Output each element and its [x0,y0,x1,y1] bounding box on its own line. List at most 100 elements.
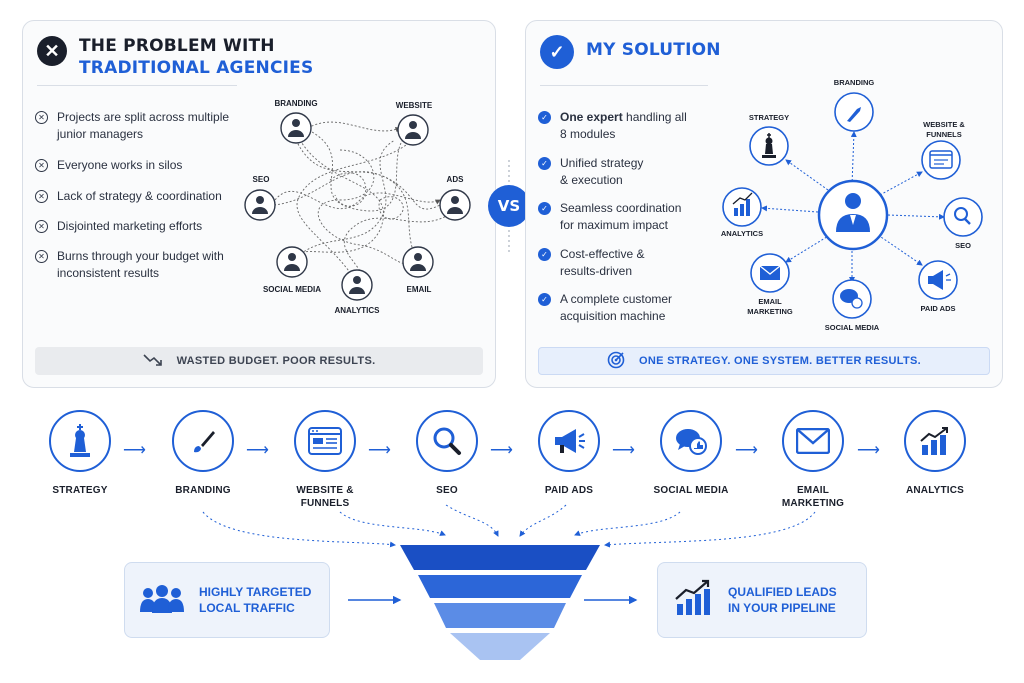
paintbrush-icon [172,410,234,472]
leads-output-text: QUALIFIED LEADS IN YOUR PIPELINE [728,585,837,615]
problem-item: ✕ Lack of strategy & coordination [35,188,235,205]
bar-chart-icon [722,187,762,227]
node-label-email: EMAIL [407,285,432,294]
solution-summary-bar: ONE STRATEGY. ONE SYSTEM. BETTER RESULTS… [538,347,990,375]
envelope-icon [750,253,790,293]
pipeline-step-label: PAID ADS [544,485,594,496]
problem-item: ✕ Everyone works in silos [35,157,235,174]
person-node-ads [439,189,471,221]
browser-window-icon [294,410,356,472]
check-circle-icon: ✓ [540,35,574,69]
hub-label-analytics: ANALYTICS [721,229,763,238]
chess-king-icon [49,410,111,472]
problem-item-text: Lack of strategy & coordination [57,189,222,203]
solution-item: ✓ Unified strategy & execution [538,155,648,189]
pipeline-step-social: SOCIAL MEDIA [631,410,751,497]
solution-item-rest: handling all 8 modules [560,110,687,141]
problem-item: ✕ Projects are split across multiple jun… [35,109,235,143]
pipeline-step-label: BRANDING [175,485,231,496]
pipeline-step-label: SEO [436,485,458,496]
solution-item-text: A complete customer acquisition machine [560,292,673,323]
node-label-branding: BRANDING [274,99,317,108]
funnel-layer-2 [418,575,582,598]
solution-item: ✓ A complete customer acquisition machin… [538,291,698,325]
node-label-social: SOCIAL MEDIA [263,285,321,294]
solution-item-bold: One expert [560,110,623,124]
hub-label-seo: SEO [955,241,971,250]
funnel-layer-1 [400,545,600,570]
solution-panel: ✓ MY SOLUTION ✓ One expert handling all … [525,20,1003,388]
arrow-right-icon: ⟶ [490,442,513,459]
hub-label-paid: PAID ADS [920,304,955,313]
arrow-right-icon: ⟶ [123,442,146,459]
person-node-seo [244,189,276,221]
solution-summary-text: ONE STRATEGY. ONE SYSTEM. BETTER RESULTS… [638,355,922,367]
vs-badge: VS [488,185,530,227]
pipeline-step-label: WEBSITE & FUNNELS [296,485,354,509]
problem-panel: ✕ THE PROBLEM WITH TRADITIONAL AGENCIES … [22,20,496,388]
check-icon: ✓ [538,293,551,306]
pipeline-step-strategy: STRATEGY [20,410,140,497]
problem-title: THE PROBLEM WITH TRADITIONAL AGENCIES [79,35,313,79]
megaphone-icon [918,260,958,300]
problem-item: ✕ Disjointed marketing efforts [35,218,235,235]
person-node-branding [280,112,312,144]
pipeline-step-analytics: ANALYTICS [875,410,995,497]
pipeline-step-email: EMAIL MARKETING [753,410,873,510]
solution-title: MY SOLUTION [586,40,721,60]
funnel-layer-3 [434,603,566,628]
node-label-website: WEBSITE [396,101,433,110]
node-label-seo: SEO [253,175,270,184]
arrow-right-icon: ⟶ [857,442,880,459]
pipeline-step-label: STRATEGY [52,485,108,496]
envelope-icon [782,410,844,472]
problem-summary-bar: WASTED BUDGET. POOR RESULTS. [35,347,483,375]
pipeline-step-paid-ads: PAID ADS [509,410,629,497]
pipeline-step-label: EMAIL MARKETING [781,485,845,509]
paintbrush-icon [834,92,874,132]
x-circle-icon: ✕ [35,220,48,233]
pipeline-step-label: ANALYTICS [905,485,965,496]
megaphone-icon [538,410,600,472]
pipeline-step-label: SOCIAL MEDIA [653,485,729,496]
x-circle-icon: ✕ [35,111,48,124]
users-group-icon [139,582,185,619]
close-icon: ✕ [37,36,67,66]
divider [37,85,237,86]
hub-label-social: SOCIAL MEDIA [825,323,880,332]
hub-label-strategy: STRATEGY [749,113,789,122]
problem-item: ✕ Burns through your budget with inconsi… [35,248,225,282]
traffic-input-text: HIGHLY TARGETED LOCAL TRAFFIC [199,585,312,615]
chat-like-icon [832,279,872,319]
target-icon [607,351,625,372]
traffic-input-box: HIGHLY TARGETED LOCAL TRAFFIC [124,562,330,638]
divider [540,85,708,86]
solution-item-text: Cost-effective & results-driven [560,247,645,278]
x-circle-icon: ✕ [35,250,48,263]
pipeline-step-branding: BRANDING [143,410,263,497]
person-node-social [276,246,308,278]
expert-hub [817,179,889,251]
hub-label-website: WEBSITE &FUNNELS [923,120,965,139]
solution-item: ✓ One expert handling all 8 modules [538,109,688,143]
magnifier-icon [943,197,983,237]
hub-label-branding: BRANDING [834,78,875,87]
problem-item-text: Disjointed marketing efforts [57,219,203,233]
tangled-connections [273,121,456,281]
check-icon: ✓ [538,248,551,261]
check-icon: ✓ [538,202,551,215]
problem-title-line2: TRADITIONAL AGENCIES [79,58,314,78]
problem-item-text: Everyone works in silos [57,158,183,172]
pipeline-step-website: WEBSITE & FUNNELS [265,410,385,510]
solution-item-text: Seamless coordination for maximum impact [560,201,682,232]
arrow-right-icon: ⟶ [246,442,269,459]
x-circle-icon: ✕ [35,190,48,203]
node-label-ads: ADS [447,175,465,184]
problem-summary-text: WASTED BUDGET. POOR RESULTS. [176,355,376,367]
check-icon: ✓ [538,157,551,170]
x-circle-icon: ✕ [35,159,48,172]
problem-item-text: Burns through your budget with inconsist… [57,249,224,280]
trend-down-icon [142,353,163,370]
